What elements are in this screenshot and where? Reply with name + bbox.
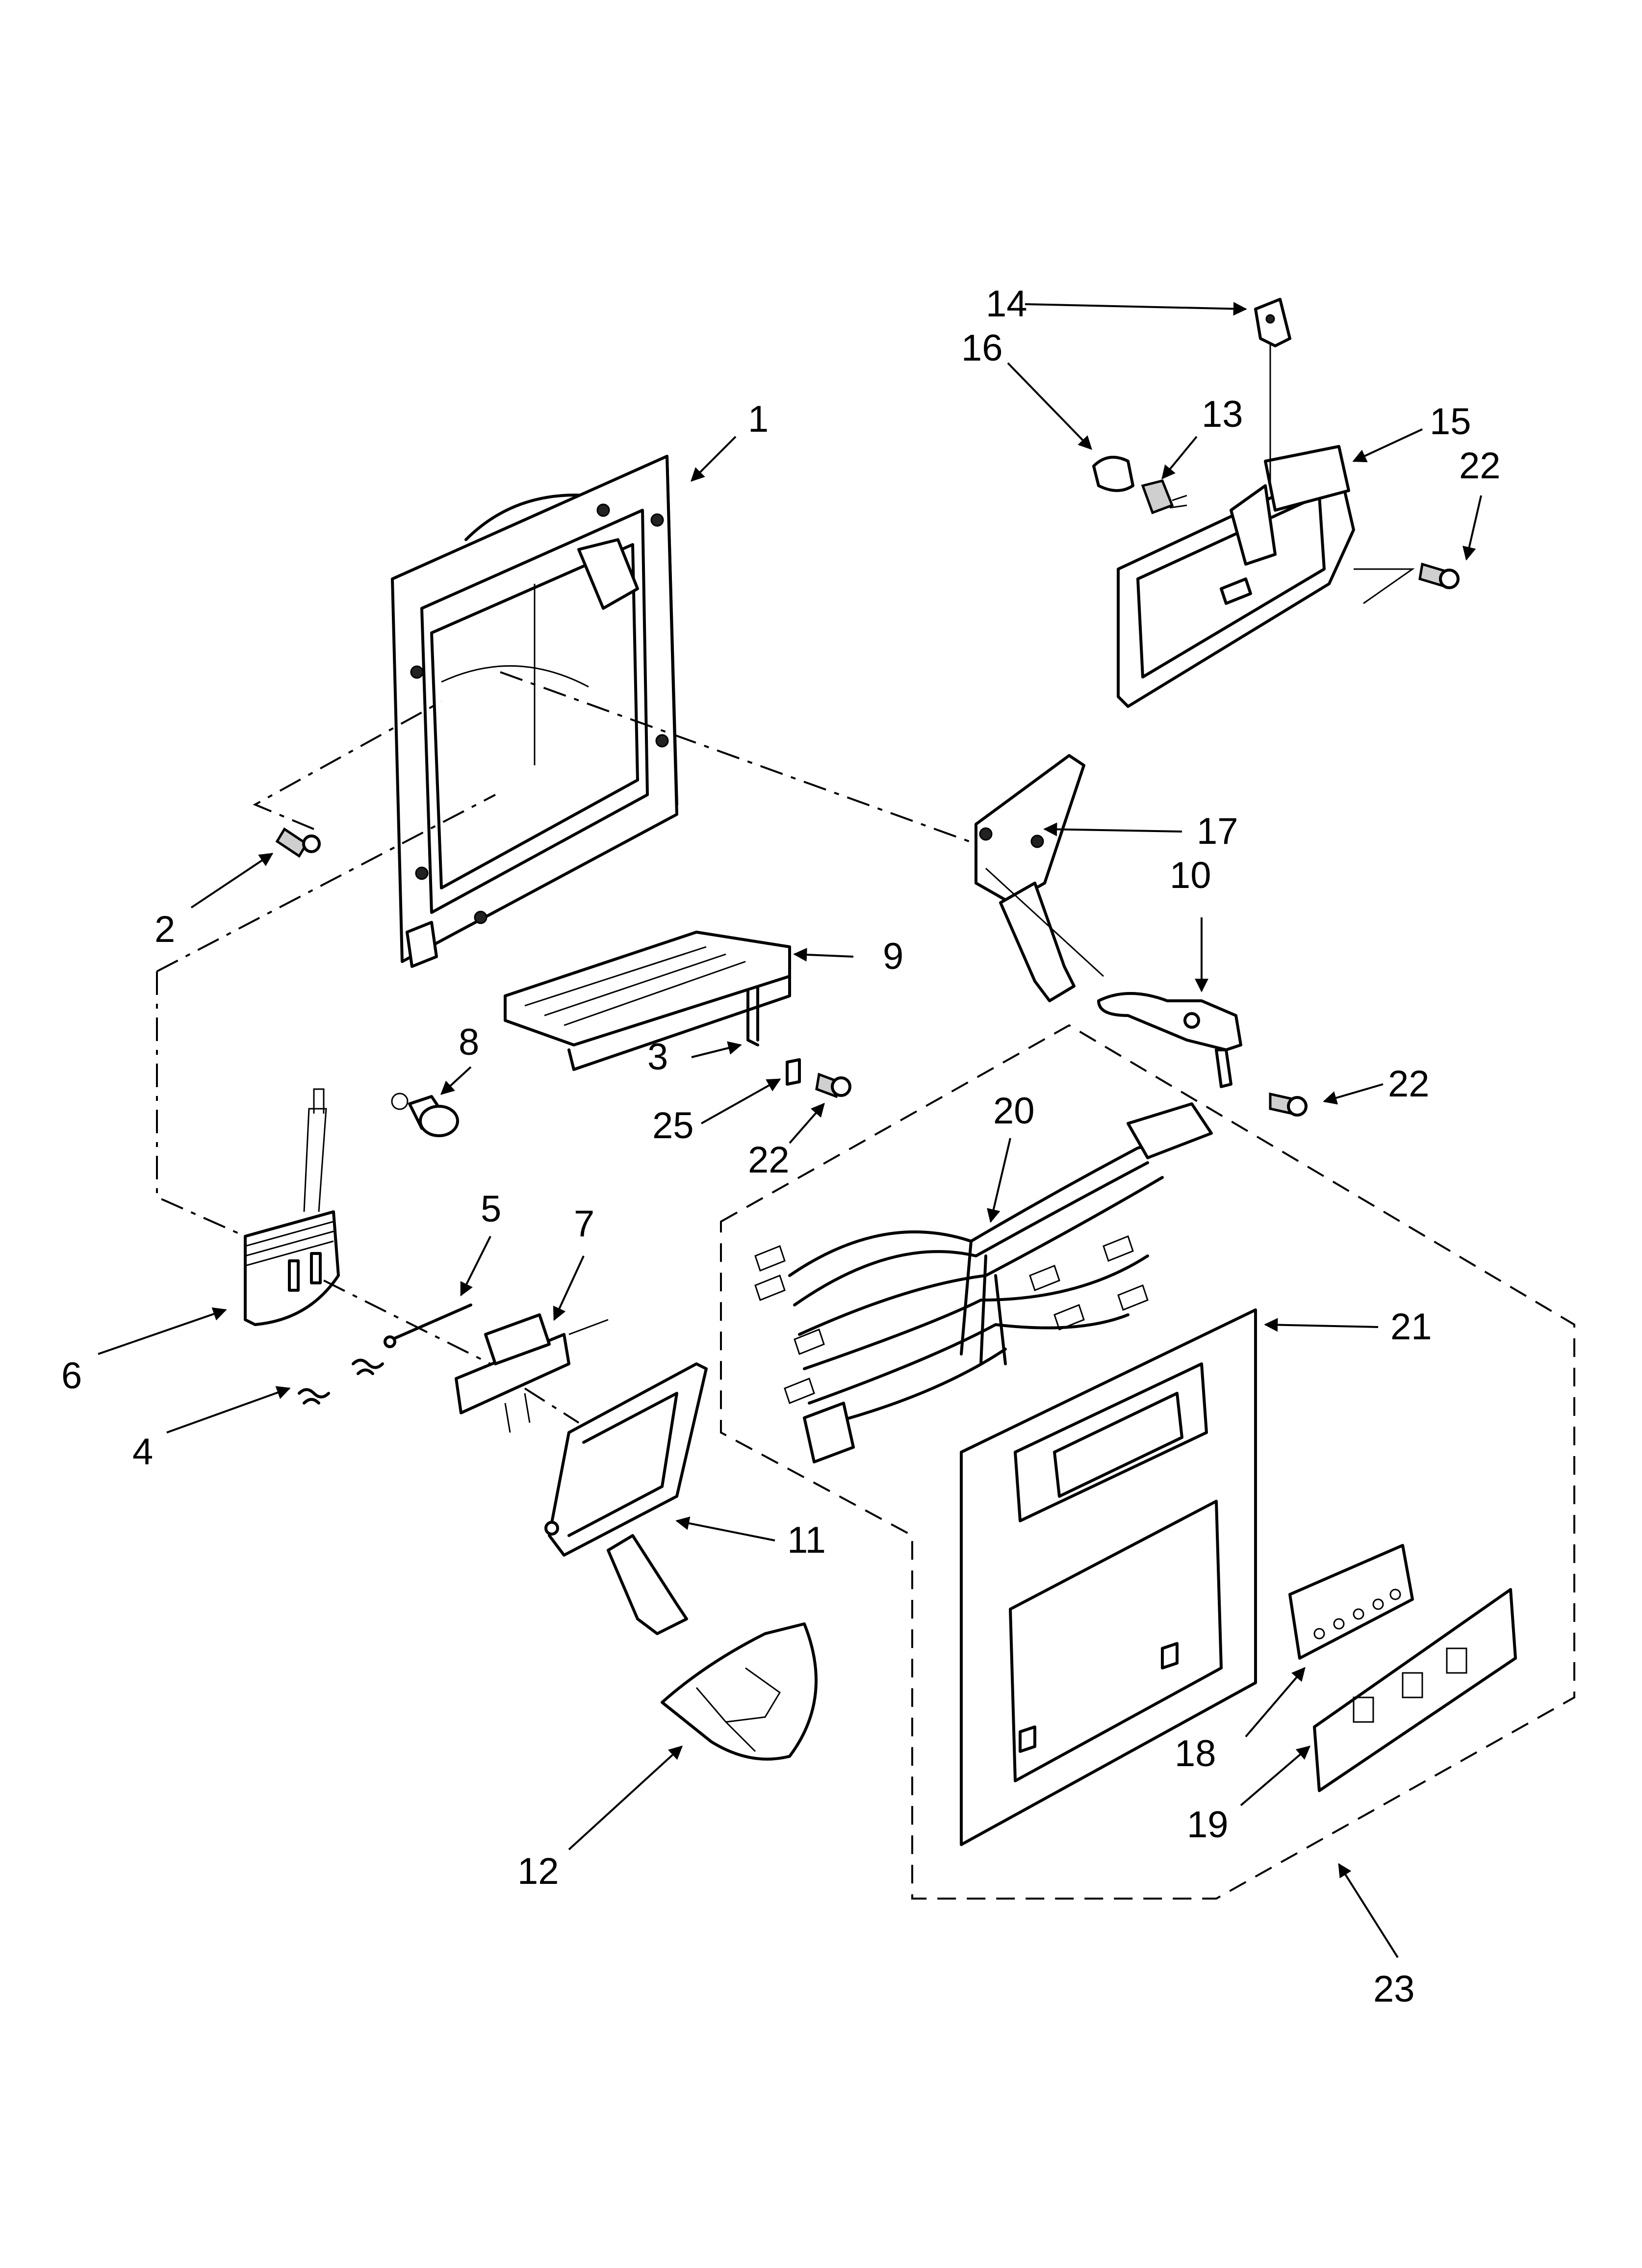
callout-18: 18 <box>1175 1733 1216 1774</box>
part-14-switch <box>1254 298 1291 347</box>
part-25-tab <box>786 1058 801 1086</box>
part-11-arm <box>544 1362 708 1635</box>
callout-9: 9 <box>883 936 903 977</box>
assembly-23-outline <box>720 1024 1575 1900</box>
part-15-bracket <box>1117 343 1355 708</box>
callout-labels: 1 2 3 4 5 6 7 8 9 10 11 12 13 14 15 16 1… <box>61 283 1501 2010</box>
callout-11: 11 <box>787 1519 826 1561</box>
part-22-screw-top <box>1418 562 1460 589</box>
callout-10: 10 <box>1170 855 1211 896</box>
part-6-motor <box>244 1088 340 1326</box>
part-12-chute <box>661 1622 818 1761</box>
part-13-socket <box>1141 479 1187 515</box>
callout-12: 12 <box>517 1851 559 1892</box>
callout-22-center: 22 <box>748 1139 790 1181</box>
alignment-lines <box>156 568 1415 1424</box>
part-17-lever <box>975 754 1085 1002</box>
callout-4: 4 <box>132 1431 153 1473</box>
part-9-drip-tray <box>504 931 791 1071</box>
callout-23: 23 <box>1373 1968 1415 2010</box>
callout-25: 25 <box>652 1105 694 1147</box>
callout-22-right: 22 <box>1388 1063 1430 1105</box>
part-1-housing <box>391 455 678 968</box>
part-20-harness <box>754 1102 1213 1463</box>
part-22-screw-center <box>815 1072 851 1098</box>
part-5-pin <box>384 1303 472 1348</box>
part-21-panel <box>960 1308 1257 1846</box>
callout-1: 1 <box>748 398 769 440</box>
callout-22-top: 22 <box>1459 445 1501 487</box>
callout-14: 14 <box>986 283 1027 325</box>
callout-16: 16 <box>961 327 1003 369</box>
part-7-actuator <box>455 1313 609 1433</box>
callout-17: 17 <box>1197 810 1238 852</box>
part-19-overlay <box>1313 1588 1517 1792</box>
part-18-board <box>1288 1544 1414 1660</box>
callout-7: 7 <box>574 1203 594 1245</box>
part-16-bulb <box>1092 456 1134 492</box>
part-3-clip <box>746 980 759 1046</box>
leader-lines <box>98 302 1482 1958</box>
part-10-water-lever <box>1097 992 1242 1088</box>
callout-13: 13 <box>1202 393 1243 435</box>
part-8-solenoid <box>391 1093 459 1137</box>
callout-6: 6 <box>61 1355 82 1397</box>
callout-3: 3 <box>647 1036 668 1078</box>
callout-20: 20 <box>993 1090 1035 1132</box>
callout-2: 2 <box>154 909 175 950</box>
part-2-screw <box>275 827 321 858</box>
callout-15: 15 <box>1430 401 1471 443</box>
callout-21: 21 <box>1390 1306 1432 1348</box>
part-22-screw-right <box>1269 1092 1308 1117</box>
part-4-springs <box>298 1358 384 1405</box>
callout-19: 19 <box>1187 1804 1229 1846</box>
callout-8: 8 <box>459 1021 479 1063</box>
callout-5: 5 <box>481 1188 501 1230</box>
